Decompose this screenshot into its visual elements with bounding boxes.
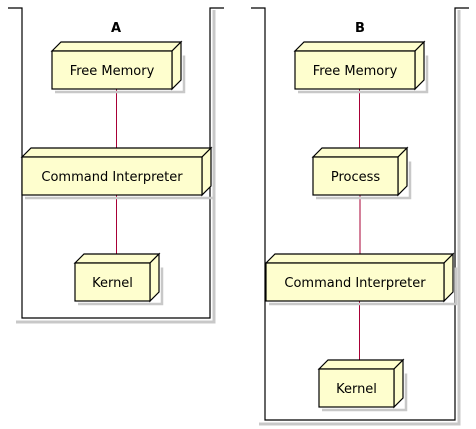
node-side-face: [443, 252, 454, 303]
node-front-face: [265, 262, 445, 302]
node-side-face: [149, 252, 160, 303]
node-label: Free Memory: [313, 64, 398, 79]
node-a-kernel: Kernel: [73, 252, 164, 306]
node-front-face: [74, 262, 151, 302]
node-label: Command Interpreter: [284, 276, 426, 291]
node-side-face: [201, 146, 212, 197]
container-b: B: [251, 7, 469, 426]
node-shadow: [55, 55, 186, 94]
node-b-process: Process: [311, 146, 412, 200]
node-label: Process: [331, 170, 381, 185]
container-shadow: [259, 10, 461, 426]
container-a: A: [8, 7, 224, 324]
container-shadow: [16, 10, 216, 324]
node-label: Free Memory: [70, 64, 155, 79]
container-frame: [8, 7, 224, 319]
node-top-face: [73, 253, 161, 264]
node-shadow: [78, 267, 164, 306]
node-shadow: [25, 161, 216, 200]
edges-layer: [116, 89, 361, 369]
container-title: A: [111, 21, 121, 36]
node-front-face: [294, 50, 416, 90]
container-title: B: [355, 21, 365, 36]
node-side-face: [393, 358, 404, 409]
container-frame: [251, 7, 469, 421]
node-shadow: [298, 55, 429, 94]
node-front-face: [51, 50, 173, 90]
node-side-face: [171, 40, 182, 91]
node-top-face: [50, 41, 183, 52]
node-label: Kernel: [336, 382, 377, 397]
node-a-free-memory: Free Memory: [50, 40, 186, 94]
node-top-face: [20, 147, 213, 158]
node-side-face: [397, 146, 408, 197]
node-shadow: [322, 373, 408, 412]
node-b-free-memory: Free Memory: [293, 40, 429, 94]
node-front-face: [312, 156, 399, 196]
node-front-face: [318, 368, 395, 408]
node-label: Command Interpreter: [41, 170, 183, 185]
node-top-face: [317, 359, 405, 370]
node-top-face: [293, 41, 426, 52]
node-front-face: [21, 156, 203, 196]
node-a-command-interpreter: Command Interpreter: [20, 146, 216, 200]
node-side-face: [414, 40, 425, 91]
node-shadow: [269, 267, 458, 306]
node-b-command-interpreter: Command Interpreter: [264, 252, 458, 306]
node-b-kernel: Kernel: [317, 358, 408, 412]
node-top-face: [264, 253, 455, 264]
node-label: Kernel: [92, 276, 133, 291]
node-top-face: [311, 147, 409, 158]
node-shadow: [316, 161, 412, 200]
